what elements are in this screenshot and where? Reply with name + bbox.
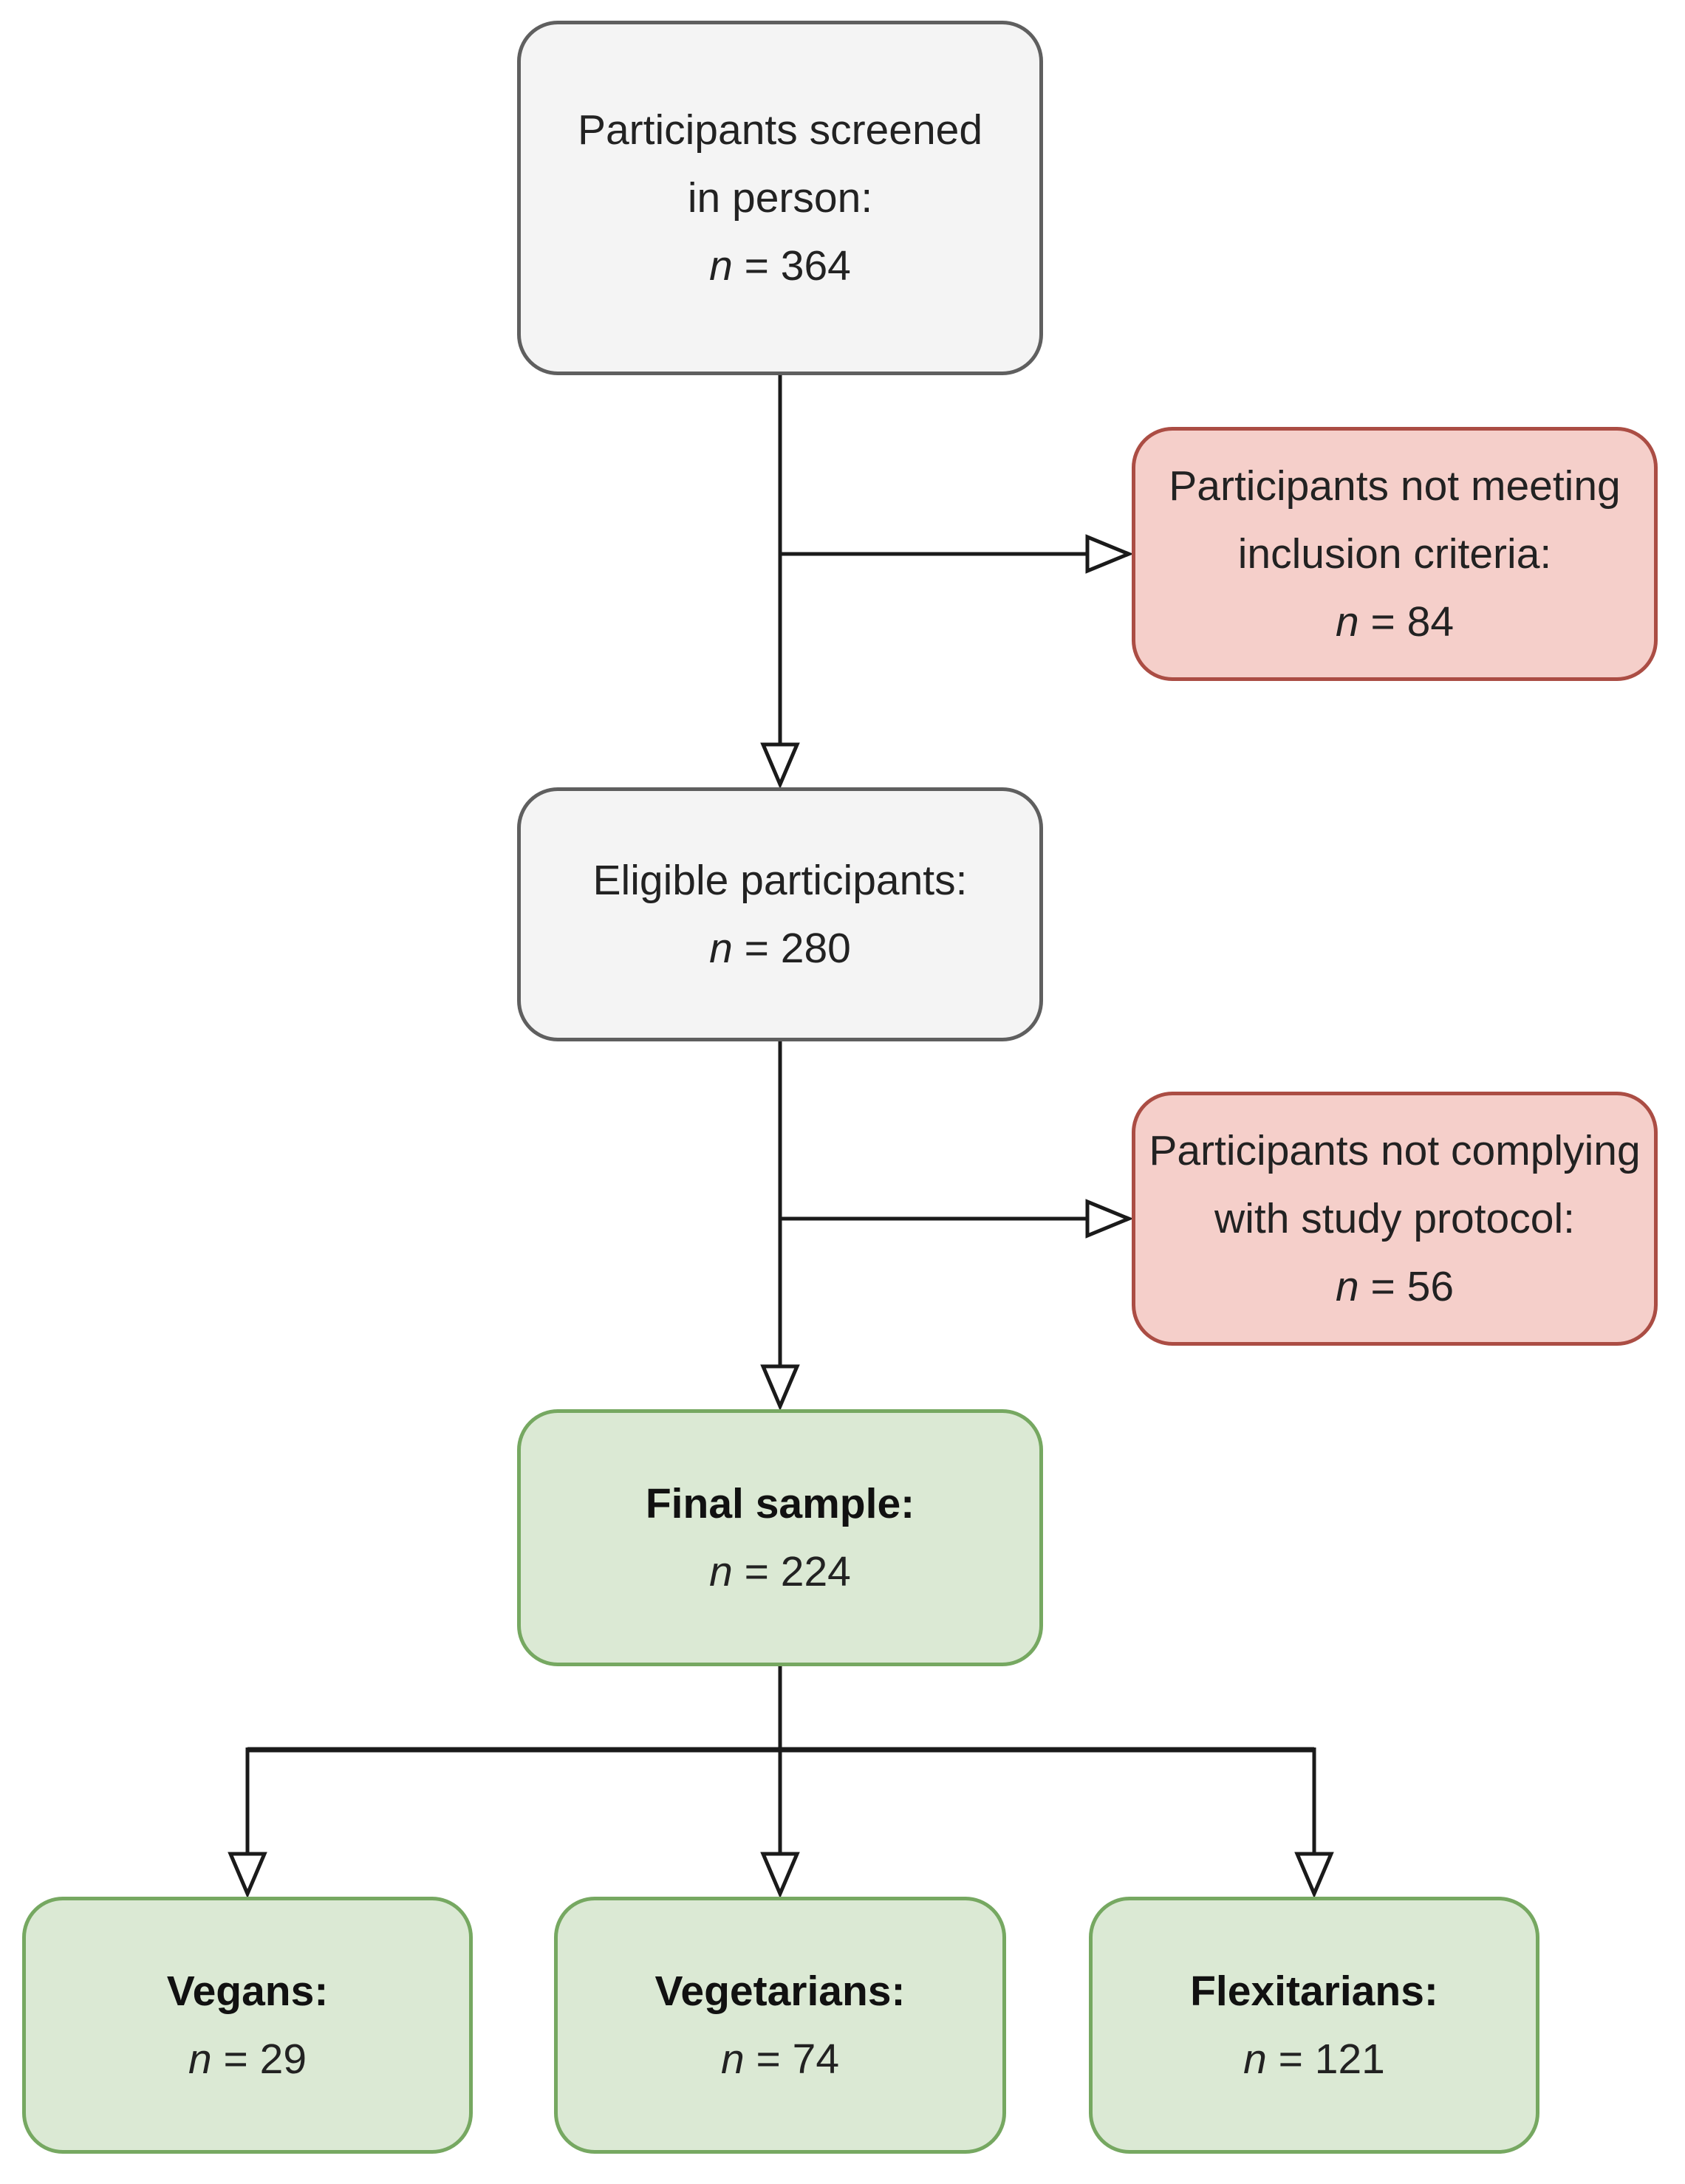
n-symbol: n [709, 1548, 733, 1595]
arrow-branch-to-not-complying [780, 1199, 1134, 1239]
n-symbol: n [188, 2036, 212, 2083]
arrowhead-right-icon [1085, 534, 1134, 574]
node-count-line: n = 84 [1336, 588, 1454, 656]
arrowhead-down-icon [760, 1852, 800, 1899]
n-symbol: n [709, 925, 733, 972]
node-title-line: Vegetarians: [654, 1968, 906, 2015]
node-final-sample: Final sample: n = 224 [517, 1409, 1043, 1666]
node-title-line: Vegans: [166, 1968, 329, 2015]
node-count-line: n = 364 [709, 232, 851, 300]
arrowhead-down-icon [760, 1364, 800, 1411]
node-title-line: Participants screened [577, 106, 983, 154]
split-connector [228, 1666, 1334, 1899]
n-symbol: n [720, 2036, 745, 2083]
node-flexitarians: Flexitarians: n = 121 [1089, 1897, 1539, 2154]
n-value: = 364 [732, 242, 851, 290]
node-count-line: n = 56 [1336, 1253, 1454, 1321]
node-title-line: Participants not complying [1149, 1127, 1641, 1174]
node-eligible-participants: Eligible participants: n = 280 [517, 787, 1043, 1041]
n-value: = 121 [1266, 2036, 1385, 2083]
node-title-line: in person: [687, 174, 873, 222]
node-not-meeting-criteria: Participants not meeting inclusion crite… [1132, 427, 1658, 681]
node-count-line: n = 74 [721, 2025, 839, 2093]
n-value: = 56 [1358, 1263, 1455, 1310]
n-value: = 29 [211, 2036, 307, 2083]
node-vegans: Vegans: n = 29 [22, 1897, 473, 2154]
n-value: = 224 [732, 1548, 851, 1595]
arrow-branch-to-not-meeting [780, 534, 1134, 574]
node-title-line: with study protocol: [1214, 1195, 1575, 1242]
n-symbol: n [1335, 1263, 1359, 1310]
arrowhead-down-icon [760, 742, 800, 790]
n-value: = 280 [732, 925, 851, 972]
node-title-line: Participants not meeting [1169, 462, 1621, 510]
node-title-line: inclusion criteria: [1237, 530, 1552, 578]
n-symbol: n [709, 242, 733, 290]
node-title-line: Eligible participants: [592, 857, 968, 904]
node-count-line: n = 224 [709, 1538, 851, 1606]
node-title-line: Flexitarians: [1190, 1968, 1438, 2015]
arrow-eligible-to-final [760, 1041, 800, 1411]
node-vegetarians: Vegetarians: n = 74 [554, 1897, 1006, 2154]
arrowhead-down-icon [1294, 1852, 1334, 1899]
node-not-complying-protocol: Participants not complying with study pr… [1132, 1092, 1658, 1346]
n-symbol: n [1335, 598, 1359, 646]
arrow-screened-to-eligible [760, 375, 800, 790]
node-title-line: Final sample: [645, 1480, 915, 1527]
node-participants-screened: Participants screened in person: n = 364 [517, 21, 1043, 375]
n-symbol: n [1243, 2036, 1267, 2083]
node-count-line: n = 29 [188, 2025, 307, 2093]
arrowhead-down-icon [228, 1852, 267, 1899]
node-count-line: n = 121 [1243, 2025, 1385, 2093]
n-value: = 74 [744, 2036, 840, 2083]
n-value: = 84 [1358, 598, 1455, 646]
arrowhead-right-icon [1085, 1199, 1134, 1239]
node-count-line: n = 280 [709, 914, 851, 982]
